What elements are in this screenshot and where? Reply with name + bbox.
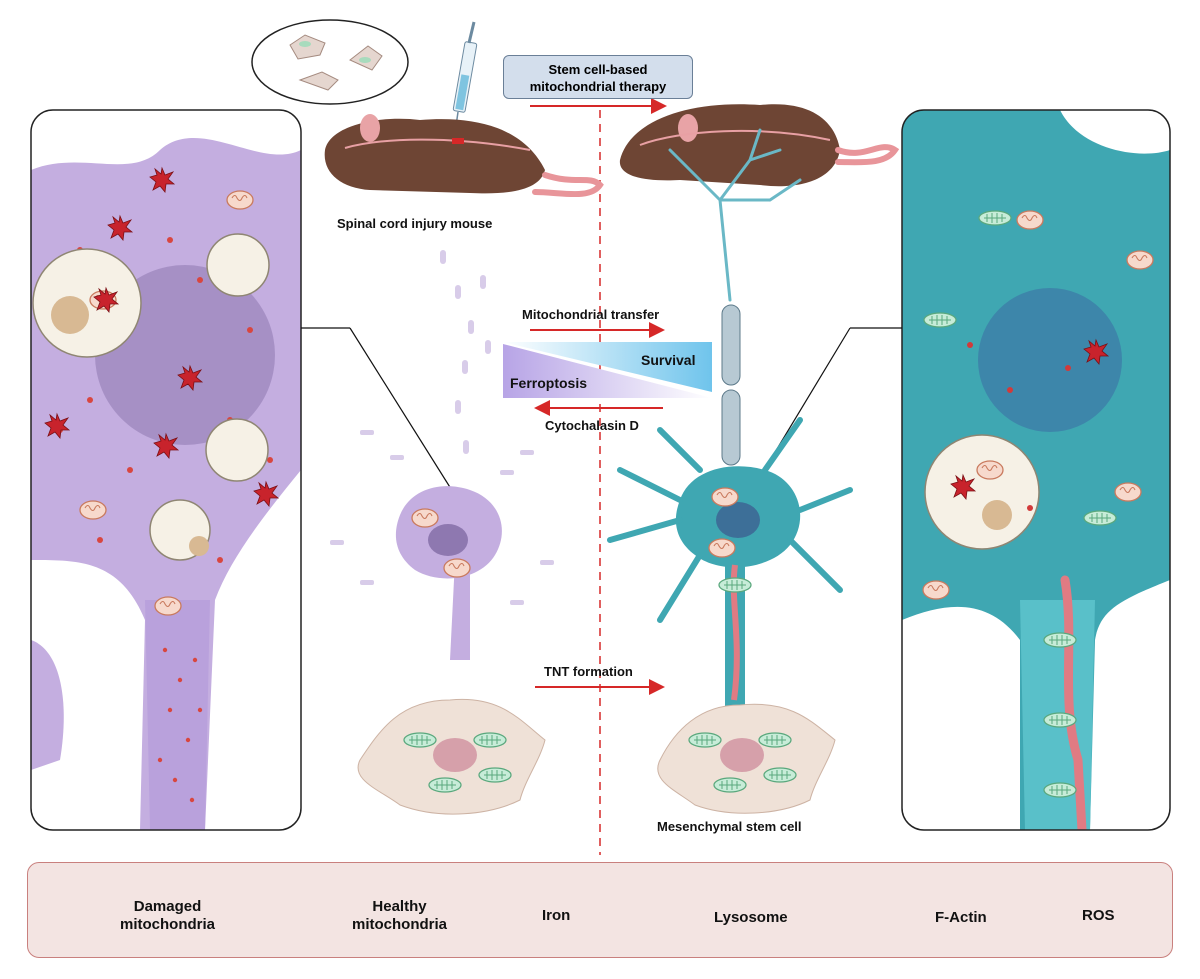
mesenchymal-stem-cell-left — [357, 698, 546, 815]
legend — [27, 862, 1173, 958]
survival-label: Survival — [641, 352, 696, 368]
ferroptosis-wedge — [503, 344, 712, 398]
legend-iron-label: Iron — [542, 907, 571, 924]
legend-damaged-label: Damaged mitochondria — [120, 898, 215, 934]
mito-transfer-label: Mitochondrial transfer — [522, 307, 660, 322]
legend-ros-label: ROS — [1082, 907, 1115, 924]
cytochalasin-label: Cytochalasin D — [545, 418, 639, 433]
ferroptotic-neuron — [330, 250, 554, 660]
tnt-formation-label: TNT formation — [544, 664, 633, 679]
therapy-label-line2: mitochondrial therapy — [529, 79, 667, 94]
injury-mouse-label: Spinal cord injury mouse — [337, 216, 493, 231]
legend-healthy-line2: mitochondria — [352, 916, 448, 933]
msc-label: Mesenchymal stem cell — [657, 819, 802, 834]
legend-healthy-line1: Healthy — [372, 898, 427, 915]
therapy-box: Stem cell-based mitochondrial therapy — [503, 55, 693, 99]
rescued-neuron-zoom-panel — [901, 109, 1171, 831]
injured-neuron-zoom-panel — [30, 109, 302, 831]
lysosome — [32, 248, 142, 358]
recovered-mouse-icon — [619, 104, 900, 187]
mesenchymal-stem-cell-right — [657, 703, 836, 814]
legend-factin-label: F-Actin — [935, 909, 987, 926]
syringe-icon — [452, 21, 478, 141]
legend-lysosome-label: Lysosome — [714, 909, 788, 926]
survival-wedge — [503, 342, 712, 392]
therapy-label-line1: Stem cell-based — [548, 62, 648, 77]
legend-healthy-label: Healthy mitochondria — [352, 898, 447, 934]
legend-damaged-line1: Damaged — [133, 898, 202, 915]
ferroptosis-label: Ferroptosis — [510, 375, 588, 391]
injured-mouse-icon — [324, 114, 604, 198]
legend-damaged-line2: mitochondria — [120, 916, 216, 933]
rescued-neuron — [607, 128, 853, 710]
lysosome — [924, 434, 1040, 550]
stem-cell-bubble — [251, 19, 409, 105]
